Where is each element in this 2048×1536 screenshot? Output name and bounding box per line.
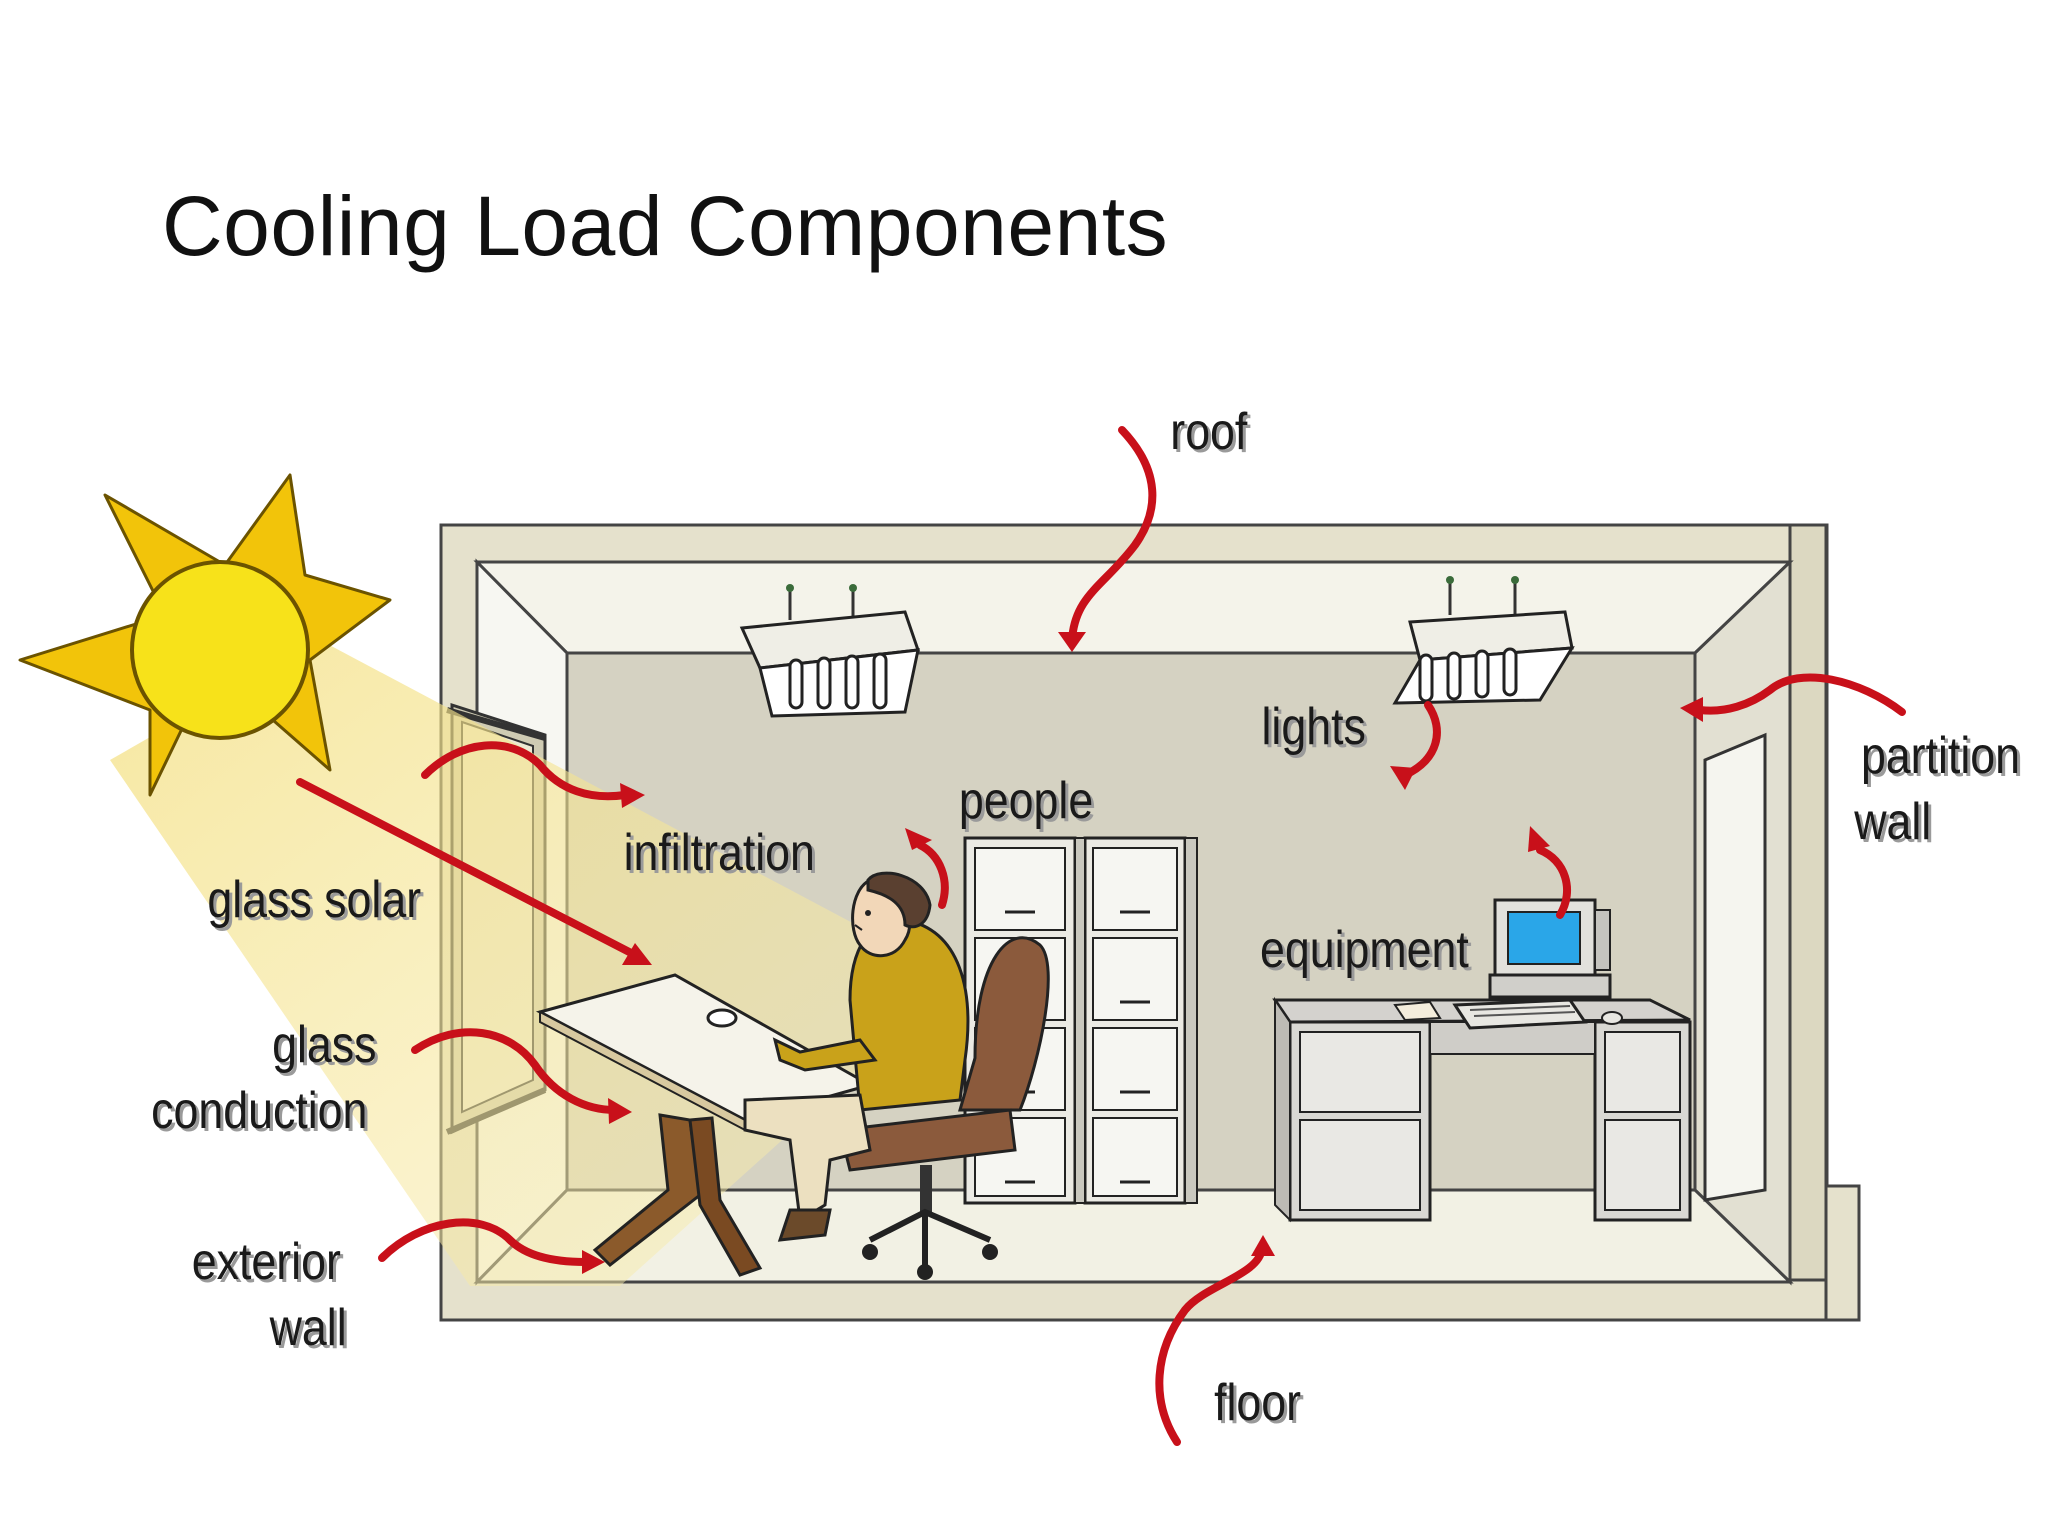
svg-text:wall: wall (1856, 796, 1934, 854)
computer (1452, 898, 1623, 1030)
label-infiltration: infiltration (624, 824, 815, 882)
svg-text:exterior: exterior (195, 1236, 344, 1294)
svg-text:glass: glass (275, 1019, 379, 1077)
label-people: people (959, 772, 1093, 830)
label-floor: floor (1214, 1374, 1301, 1432)
svg-text:conduction: conduction (154, 1085, 370, 1143)
svg-text:floor: floor (1217, 1377, 1304, 1435)
slide-title: Cooling Load Components (162, 179, 1169, 273)
label-exterior-wall: wall (269, 1299, 347, 1357)
doorway (1703, 732, 1767, 1202)
svg-text:roof: roof (1173, 406, 1251, 464)
office-chair (838, 936, 1050, 1280)
ceiling-light-right (1392, 576, 1575, 705)
label-glass-solar: glass solar (207, 871, 421, 929)
infiltration-arrow (421, 741, 645, 808)
people-arrow (905, 828, 949, 909)
ceiling-light-left (739, 584, 921, 718)
label-partition-wall: wall (1853, 793, 1931, 851)
monitor-screen (1507, 911, 1581, 965)
label-roof: roof (1170, 403, 1248, 461)
roof-arrow (1058, 426, 1157, 652)
label-lights: lights (1261, 698, 1365, 756)
label-glass: glass (272, 1016, 376, 1074)
lights-arrow (1390, 701, 1441, 790)
glass-conduction-arrow (411, 1028, 632, 1124)
window-head (446, 707, 546, 741)
exterior-wall-arrow (378, 1218, 605, 1274)
label-equipment: equipment (1260, 921, 1469, 979)
floor-extension (1824, 1184, 1861, 1322)
sun (18, 473, 392, 797)
label-partition: partition (1861, 727, 2020, 785)
svg-text:lights: lights (1264, 701, 1368, 759)
svg-text:wall: wall (272, 1302, 350, 1360)
svg-text:people: people (962, 775, 1096, 833)
labels: roof roof lights lights people people in… (151, 403, 2023, 1435)
ceiling (473, 560, 1794, 655)
person (743, 871, 970, 1242)
svg-text:equipment: equipment (1263, 924, 1472, 982)
svg-text:glass solar: glass solar (210, 874, 424, 932)
partition-wall-strip (1788, 523, 1828, 1282)
floor-arrow (1155, 1235, 1275, 1446)
label-exterior: exterior (192, 1233, 341, 1291)
equipment-arrow (1528, 826, 1572, 919)
partition-wall-arrow (1680, 673, 1906, 722)
svg-text:infiltration: infiltration (627, 827, 818, 885)
label-conduction: conduction (151, 1082, 367, 1140)
svg-text:partition: partition (1864, 730, 2023, 788)
sun-core (130, 560, 310, 740)
desk (1272, 996, 1692, 1223)
glass-solar-arrow (296, 778, 652, 965)
